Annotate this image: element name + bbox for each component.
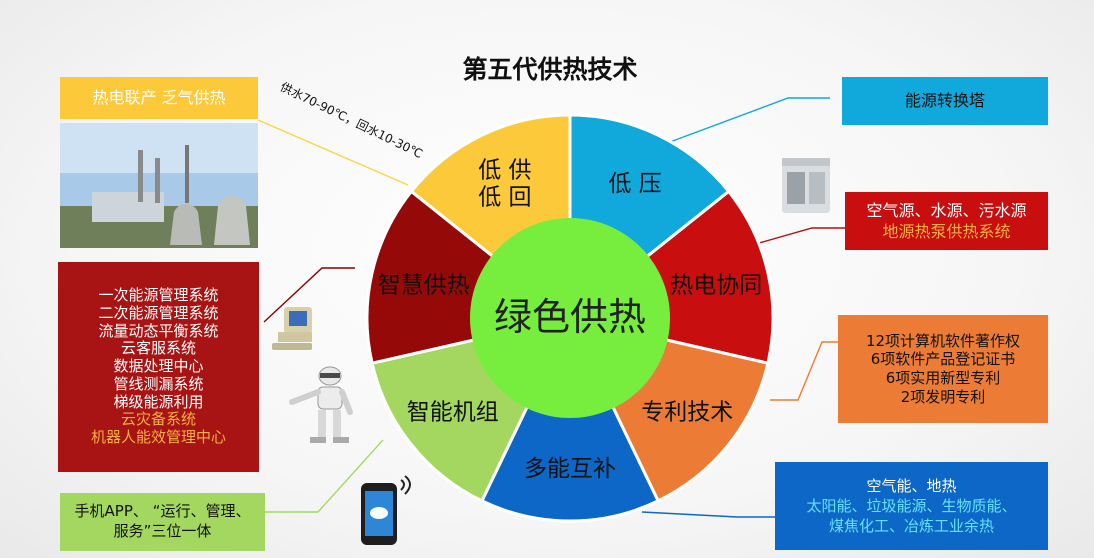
system-item-highlight: 机器人能效管理中心 (90, 427, 226, 446)
sector-label-smart-unit: 智能机组 (407, 400, 499, 426)
sector-label-low-supply: 低 回 (478, 184, 531, 210)
sector-label-chp: 热电协同 (670, 273, 762, 299)
sector-label-multi-energy: 多能互补 (524, 456, 616, 482)
patent-item: 2项发明专利 (900, 387, 986, 406)
mobile-app-line-2: 服务”三位一体 (113, 522, 212, 540)
heat-pump-box: 空气源、水源、污水源 地源热泵供热系统 (845, 192, 1048, 250)
connector-line (257, 119, 409, 186)
energy-sources-line-1: 空气能、地热 (866, 476, 957, 495)
energy-sources-box: 空气能、地热 太阳能、垃圾能源、生物质能、 煤焦化工、冶炼工业余热 (775, 462, 1048, 550)
patent-item: 6项实用新型专利 (885, 369, 1001, 387)
system-item: 一次能源管理系统 (98, 286, 219, 305)
connector-line (263, 267, 355, 323)
page-title: 第五代供热技术 (462, 55, 638, 84)
system-item: 云客服系统 (120, 339, 196, 358)
system-item: 二次能源管理系统 (98, 304, 219, 323)
connector-line (770, 341, 838, 401)
green-heating-center (470, 218, 670, 418)
connector-line (641, 511, 775, 518)
smart-systems-box: 一次能源管理系统二次能源管理系统流量动态平衡系统云客服系统数据处理中心管线测漏系… (58, 262, 259, 472)
patent-item: 6项软件产品登记证书 (870, 350, 1016, 369)
mobile-phone-image (361, 475, 411, 545)
cogeneration-label: 热电联产 乏气供热 (92, 88, 226, 108)
connector-line (751, 227, 845, 246)
system-item: 梯级能源利用 (113, 392, 204, 411)
system-item: 管线测漏系统 (113, 374, 204, 393)
energy-sources-line-2: 太阳能、垃圾能源、生物质能、 (806, 496, 1017, 515)
connector-line (669, 97, 830, 143)
energy-sources-line-3: 煤焦化工、冶炼工业余热 (828, 517, 994, 536)
heat-pump-unit-image (782, 158, 830, 213)
sector-label-low-pressure: 低 压 (608, 171, 661, 197)
connector-lines (257, 97, 845, 518)
mobile-app-box: 手机APP、 “运行、管理、 服务”三位一体 (60, 493, 265, 551)
energy-conversion-tower-box: 能源转换塔 (842, 77, 1048, 125)
cogeneration-box: 热电联产 乏气供热 (60, 77, 258, 119)
center-label: 绿色供热 (494, 295, 646, 339)
sector-label-low-supply: 低 供 (478, 157, 531, 183)
computer-image (272, 307, 312, 350)
sector-multi-energy (479, 314, 661, 523)
energy-conversion-tower-label: 能源转换塔 (904, 91, 985, 111)
mobile-app-line-1: 手机APP、 “运行、管理、 (74, 502, 251, 521)
system-item-highlight: 云灾备系统 (120, 410, 196, 429)
heat-pump-line-1: 空气源、水源、污水源 (866, 200, 1027, 220)
sector-label-patent: 专利技术 (641, 400, 733, 426)
system-item: 流量动态平衡系统 (98, 321, 219, 340)
connector-line (265, 439, 384, 513)
power-plant-image (60, 123, 258, 248)
heat-pump-line-2: 地源热泵供热系统 (882, 222, 1011, 241)
sector-label-smart-heating: 智慧供热 (378, 273, 470, 299)
robot-image (289, 366, 353, 443)
system-item: 数据处理中心 (113, 357, 204, 376)
patent-item: 12项计算机软件著作权 (865, 331, 1021, 350)
